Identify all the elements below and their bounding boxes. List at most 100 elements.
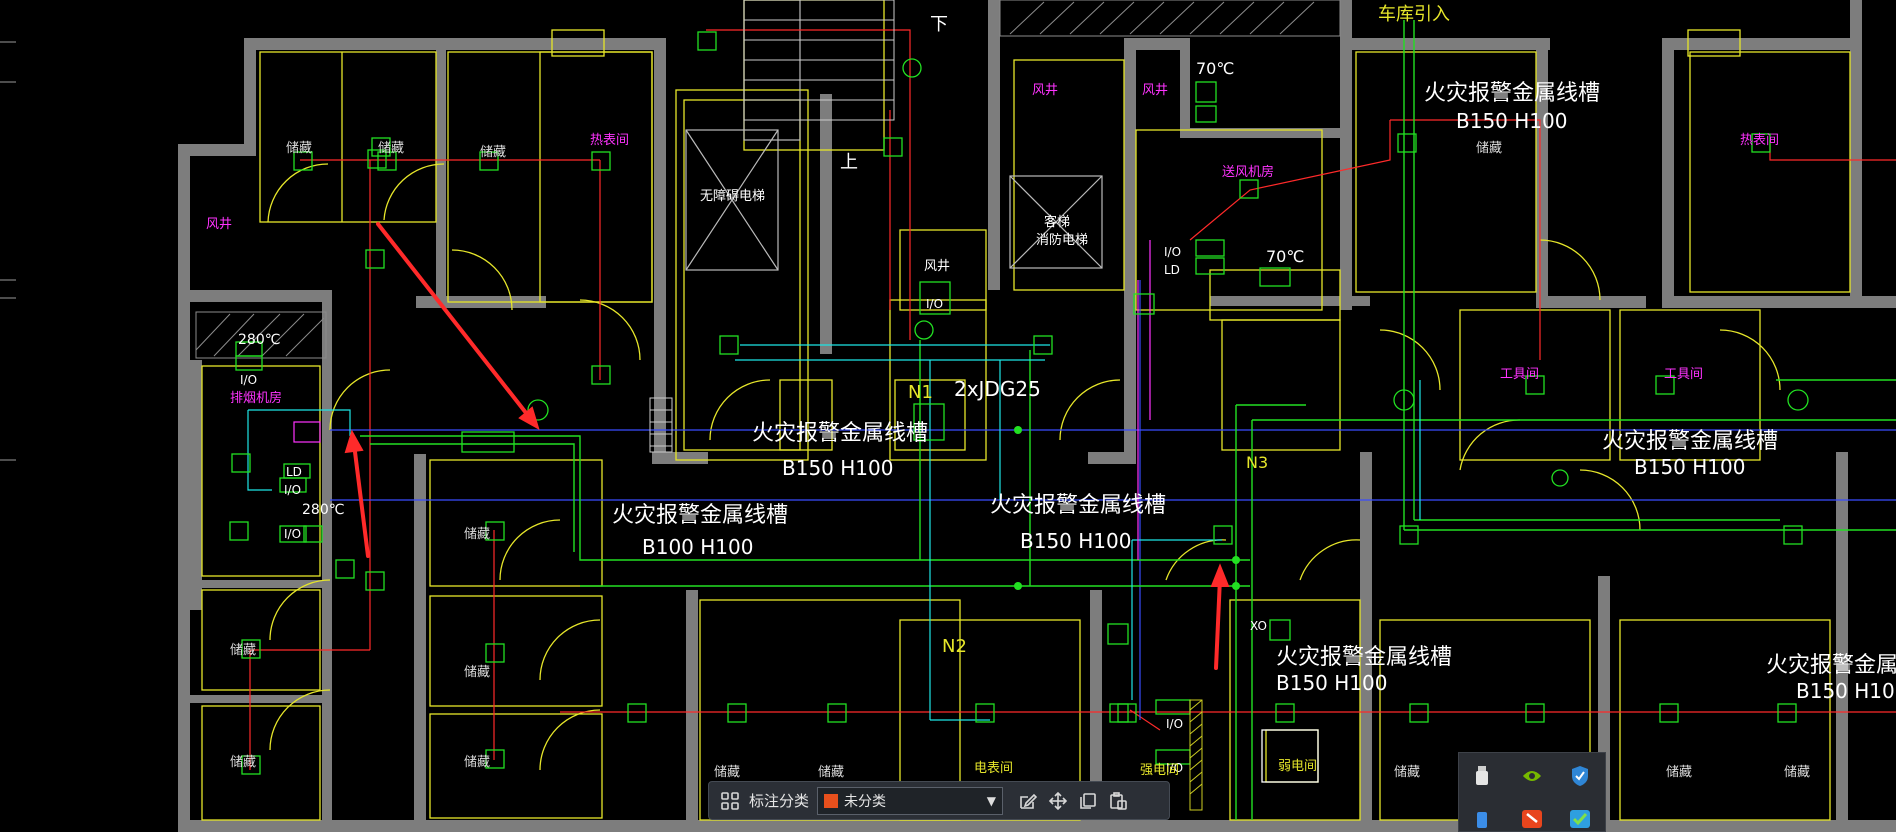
garage-entry-label: 车库引入 bbox=[1378, 4, 1450, 25]
tray-size-7: B150 H100 bbox=[1796, 679, 1896, 703]
edit-icon[interactable] bbox=[1013, 786, 1043, 816]
svg-text:I/O: I/O bbox=[284, 527, 301, 541]
checkmark-icon[interactable] bbox=[1567, 805, 1593, 831]
stair-down-label: 下 bbox=[930, 14, 948, 35]
green-wiring bbox=[360, 20, 1896, 820]
walls bbox=[178, 0, 1896, 832]
svg-text:I/O: I/O bbox=[240, 373, 257, 387]
svg-text:储藏: 储藏 bbox=[378, 141, 404, 156]
magenta-wiring bbox=[293, 240, 1151, 560]
move-icon[interactable] bbox=[1043, 786, 1073, 816]
grid-icon[interactable] bbox=[715, 786, 745, 816]
yellow-lines bbox=[201, 0, 1851, 821]
meter-room-label: 电表间 bbox=[974, 761, 1013, 776]
tray-label-5: 火灾报警金属线槽 bbox=[1602, 429, 1778, 454]
annotation-arrow-1 bbox=[376, 222, 532, 420]
category-color-swatch bbox=[824, 793, 839, 808]
svg-text:LD: LD bbox=[286, 465, 302, 479]
system-tray-overflow bbox=[1458, 752, 1606, 832]
yellow-labels: 车库引入 N1 N2 N3 电表间 弱电间 强电间 bbox=[908, 4, 1450, 778]
usb-drive-icon[interactable] bbox=[1469, 763, 1495, 789]
svg-text:储藏: 储藏 bbox=[818, 765, 844, 780]
svg-text:热表间: 热表间 bbox=[1740, 133, 1779, 148]
annotation-toolbar: 标注分类 未分类 ▼ bbox=[708, 781, 1170, 820]
svg-text:I/O: I/O bbox=[1166, 717, 1183, 731]
storage-labels: 储藏 储藏 储藏 储藏 储藏 储藏 储藏 储藏 储藏 储藏 储藏 储藏 储藏 储… bbox=[230, 141, 1810, 780]
app-icon-red[interactable] bbox=[1519, 805, 1545, 831]
svg-text:储藏: 储藏 bbox=[1784, 765, 1810, 780]
annotation-arrow-3 bbox=[1214, 576, 1222, 670]
svg-text:储藏: 储藏 bbox=[464, 665, 490, 680]
tray-label-4: 火灾报警金属线槽 bbox=[1424, 81, 1600, 106]
annotation-arrowhead-1 bbox=[518, 406, 540, 431]
red-wiring bbox=[249, 29, 1896, 770]
svg-text:热表间: 热表间 bbox=[590, 133, 629, 148]
cable-tray-labels: 火灾报警金属线槽 B150 H100 火灾报警金属线槽 B100 H100 火灾… bbox=[238, 14, 1896, 703]
weak-electric-label: 弱电间 bbox=[1278, 759, 1317, 774]
nvidia-icon[interactable] bbox=[1519, 763, 1545, 789]
elevator-label-2a: 客梯 bbox=[1044, 214, 1070, 230]
cyan-wiring bbox=[247, 344, 1421, 721]
junction-dots bbox=[1014, 426, 1240, 590]
svg-text:储藏: 储藏 bbox=[480, 145, 506, 160]
n3-label: N3 bbox=[1246, 453, 1268, 472]
svg-text:风井: 风井 bbox=[1032, 83, 1058, 98]
svg-text:储藏: 储藏 bbox=[286, 141, 312, 156]
paste-icon[interactable] bbox=[1103, 786, 1133, 816]
svg-text:XO: XO bbox=[1250, 619, 1267, 633]
hatch-areas bbox=[195, 0, 1341, 359]
tray-size-2: B100 H100 bbox=[642, 535, 753, 559]
n1-label: N1 bbox=[908, 382, 933, 403]
svg-text:风井: 风井 bbox=[1142, 83, 1168, 98]
svg-text:I/O: I/O bbox=[1164, 245, 1181, 259]
svg-text:储藏: 储藏 bbox=[714, 765, 740, 780]
svg-text:储藏: 储藏 bbox=[1476, 141, 1502, 156]
tray-size-1: B150 H100 bbox=[782, 456, 893, 480]
copy-icon[interactable] bbox=[1073, 786, 1103, 816]
tray-label-6: 火灾报警金属线槽 bbox=[1276, 645, 1452, 670]
tray-size-3: B150 H100 bbox=[1020, 529, 1131, 553]
svg-text:储藏: 储藏 bbox=[464, 527, 490, 542]
svg-text:排烟机房: 排烟机房 bbox=[230, 390, 282, 406]
strong-electric-label: 强电间 bbox=[1140, 763, 1179, 778]
magenta-labels: 风井 风井 风井 热表间 热表间 送风机房 排烟机房 工具间 工具间 bbox=[206, 83, 1779, 406]
tray-size-5: B150 H100 bbox=[1634, 455, 1745, 479]
elevator-label-2b: 消防电梯 bbox=[1036, 232, 1088, 248]
elevator-label-1: 无障碍电梯 bbox=[700, 189, 765, 204]
svg-text:I/O: I/O bbox=[1166, 761, 1183, 775]
svg-text:储藏: 储藏 bbox=[464, 755, 490, 770]
svg-text:I/O: I/O bbox=[284, 483, 301, 497]
tray-label-2: 火灾报警金属线槽 bbox=[612, 503, 788, 528]
category-label: 标注分类 bbox=[749, 792, 810, 810]
tray-size-4: B150 H100 bbox=[1456, 109, 1567, 133]
svg-text:储藏: 储藏 bbox=[1394, 765, 1420, 780]
tray-label-7: 火灾报警金属线槽 bbox=[1766, 653, 1896, 678]
temp-label-2: 70℃ bbox=[1266, 247, 1304, 266]
tray-size-6: B150 H100 bbox=[1276, 671, 1387, 695]
shaft-label-white: 风井 bbox=[924, 259, 950, 274]
tray-label-3: 火灾报警金属线槽 bbox=[990, 493, 1166, 518]
device-code-labels: I/O LD I/O I/O I/O LD I/O I/O I/O XO bbox=[240, 245, 1267, 775]
category-select-value: 未分类 bbox=[844, 793, 887, 810]
temp-label-3: 280℃ bbox=[238, 332, 280, 348]
chevron-down-icon: ▼ bbox=[986, 793, 997, 808]
ruler-ticks bbox=[0, 41, 16, 461]
annotation-arrows bbox=[344, 222, 1230, 670]
svg-text:储藏: 储藏 bbox=[230, 755, 256, 770]
conduit-label: 2xJDG25 bbox=[954, 377, 1041, 401]
svg-text:I/O: I/O bbox=[926, 297, 943, 311]
stair-up-label: 上 bbox=[840, 152, 858, 173]
svg-text:工具间: 工具间 bbox=[1664, 367, 1703, 382]
annotation-arrow-2 bbox=[352, 442, 370, 558]
app-icon-blue[interactable] bbox=[1469, 805, 1495, 831]
svg-text:工具间: 工具间 bbox=[1500, 367, 1539, 382]
svg-text:送风机房: 送风机房 bbox=[1222, 164, 1274, 180]
shield-icon[interactable] bbox=[1567, 763, 1593, 789]
svg-text:LD: LD bbox=[1164, 263, 1180, 277]
elevator-shafts bbox=[685, 0, 1103, 271]
svg-text:储藏: 储藏 bbox=[1666, 765, 1692, 780]
svg-text:储藏: 储藏 bbox=[230, 643, 256, 658]
category-select[interactable]: 未分类 ▼ bbox=[817, 786, 1004, 815]
